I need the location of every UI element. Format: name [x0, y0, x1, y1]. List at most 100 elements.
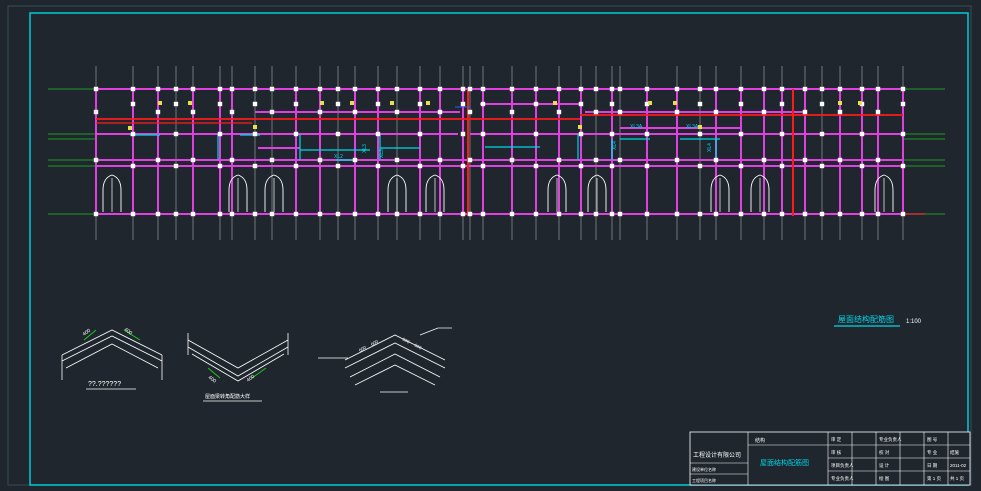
column-node [467, 86, 473, 92]
column-node [556, 86, 562, 92]
window-symbol [425, 174, 445, 212]
column-node [556, 157, 562, 163]
title-block-role-label: 项目负责人 [831, 462, 854, 469]
column-node [761, 109, 767, 115]
column-node [190, 86, 196, 92]
beam-label: XL4 [612, 141, 618, 150]
column-node [93, 86, 99, 92]
column-node [293, 211, 299, 217]
column-node [713, 86, 719, 92]
column-node [644, 86, 650, 92]
column-node [352, 157, 358, 163]
column-node [229, 109, 235, 115]
title-block-drawing-name: 屋面结构配筋图 [760, 458, 809, 467]
column-node [460, 101, 466, 107]
title-block-role-label: 专业负责人 [831, 475, 854, 482]
column-node [217, 211, 223, 217]
detail-1-rebar [61, 329, 163, 356]
column-node-yellow [320, 101, 324, 105]
detail-2-dim-mark [207, 367, 221, 379]
title-block-field-value: 2011-02 [950, 463, 967, 468]
column-node [155, 109, 161, 115]
column-node [252, 211, 258, 217]
column-node [837, 157, 843, 163]
window-arch [102, 174, 122, 212]
column-node [819, 131, 825, 137]
column-node [802, 211, 808, 217]
column-node [335, 101, 341, 107]
window-arch [547, 174, 567, 212]
column-node-yellow [858, 101, 862, 105]
column-node [875, 109, 881, 115]
column-node [480, 211, 486, 217]
column-node [252, 101, 258, 107]
title-block-role-label: 校 对 [879, 449, 890, 456]
beam-label: XL4 [707, 143, 713, 152]
column-node [467, 157, 473, 163]
window-arch [387, 174, 407, 212]
column-node [837, 211, 843, 217]
detail-2-rebar [191, 353, 285, 382]
column-node [761, 211, 767, 217]
column-node-yellow [426, 101, 430, 105]
column-node [900, 163, 906, 169]
column-node [437, 86, 443, 92]
title-block-field-label: 专 业 [927, 449, 938, 456]
column-node [556, 109, 562, 115]
column-node [269, 109, 275, 115]
column-node [697, 131, 703, 137]
column-node [593, 157, 599, 163]
column-node [130, 163, 136, 169]
column-node-yellow [253, 125, 257, 129]
column-node [533, 86, 539, 92]
title-block-role-label: 审 定 [831, 436, 842, 443]
column-node [819, 101, 825, 107]
column-node [317, 109, 323, 115]
column-node [335, 211, 341, 217]
column-node [837, 109, 843, 115]
detail-3-dim: 600 [414, 343, 423, 351]
column-node [900, 131, 906, 137]
column-node-yellow [350, 101, 354, 105]
column-node [317, 86, 323, 92]
column-node [352, 109, 358, 115]
column-node [859, 131, 865, 137]
column-node [155, 157, 161, 163]
column-node [556, 211, 562, 217]
column-node-yellow [390, 101, 394, 105]
column-node [578, 131, 584, 137]
detail-1-dim: 400 [123, 327, 133, 337]
column-node [593, 211, 599, 217]
column-node [480, 131, 486, 137]
detail-3-rebar [354, 364, 436, 386]
column-node [697, 163, 703, 169]
column-node [609, 101, 615, 107]
column-node [467, 211, 473, 217]
column-node [394, 86, 400, 92]
column-node [155, 211, 161, 217]
inner-frame [29, 12, 969, 486]
column-node [269, 86, 275, 92]
column-node [93, 211, 99, 217]
detail-2-rebar [187, 339, 289, 369]
window-symbol [547, 174, 567, 212]
column-node [761, 157, 767, 163]
detail-1-rebar [65, 343, 159, 369]
window-arch [710, 174, 730, 212]
column-node [674, 211, 680, 217]
column-node [819, 163, 825, 169]
column-node [609, 163, 615, 169]
column-node [875, 211, 881, 217]
column-node [293, 131, 299, 137]
column-node [375, 211, 381, 217]
detail-2-dim-mark [251, 367, 267, 379]
column-node [417, 211, 423, 217]
column-node [217, 101, 223, 107]
column-node [190, 157, 196, 163]
column-node [738, 86, 744, 92]
column-node [293, 101, 299, 107]
column-node-yellow [553, 101, 557, 105]
